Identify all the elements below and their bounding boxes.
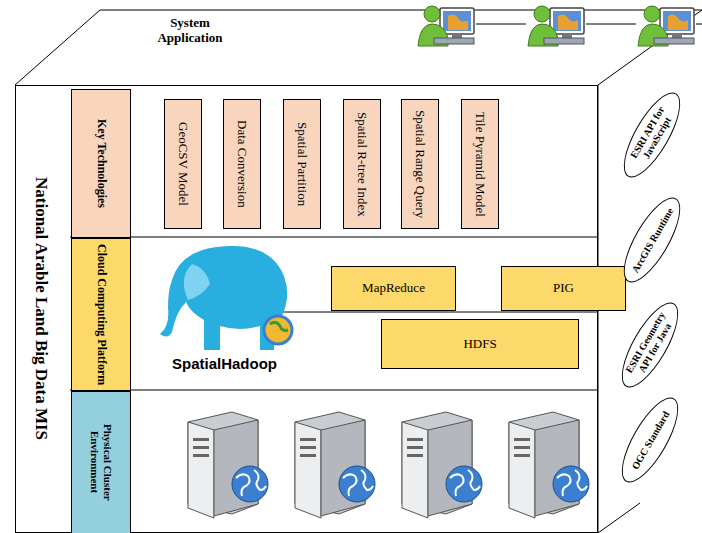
standard-ellipse: ArcGIS Runtime — [613, 190, 690, 290]
layer-label: Key Technologies — [71, 89, 131, 238]
technology-box: Data Conversion — [223, 99, 261, 229]
box-text: Spatial Range Query — [413, 110, 428, 218]
system-application-label: System Application — [150, 16, 230, 46]
technology-box: Spatial Partition — [283, 99, 321, 229]
standard-ellipse: OGC Standard — [611, 390, 688, 490]
layer-label: Physical Cluster Environment — [71, 391, 131, 533]
system-frame: National Arable Land Big Data MIS Key Tec… — [15, 85, 598, 533]
box-text: Cloud Computing Platform — [94, 244, 108, 385]
standard-label: ArcGIS Runtime — [629, 206, 675, 275]
box-text: GeoCSV Model — [176, 122, 191, 206]
component-box: PIG — [501, 266, 626, 311]
box-text: Spatial Partition — [295, 122, 310, 206]
standard-label: ESRI API for JavaScript — [622, 95, 681, 175]
technology-box: Spatial Range Query — [401, 99, 439, 229]
standard-label: OGC Standard — [629, 409, 671, 471]
component-box: MapReduce — [331, 266, 456, 311]
box-text: MapReduce — [362, 281, 425, 296]
box-text: Tile Pyramid Model — [473, 112, 488, 217]
platform-name: SpatialHadoop — [172, 355, 277, 372]
technology-box: GeoCSV Model — [164, 99, 202, 229]
standard-label: ESRI Geometry API for Java — [620, 305, 679, 385]
box-text: PIG — [553, 281, 574, 296]
box-text: Key Technologies — [94, 119, 108, 208]
layer-label: Cloud Computing Platform — [71, 238, 131, 391]
box-text: Physical Cluster Environment — [88, 395, 113, 530]
box-text: HDFS — [463, 337, 496, 352]
box-text: Data Conversion — [235, 120, 250, 208]
box-text: Spatial R-tree Index — [355, 112, 370, 217]
technology-box: Spatial R-tree Index — [343, 99, 381, 229]
component-box: HDFS — [381, 319, 579, 369]
system-title: National Arable Land Big Data MIS — [23, 86, 59, 532]
standard-ellipse: ESRI API for JavaScript — [613, 85, 690, 185]
technology-box: Tile Pyramid Model — [461, 99, 499, 229]
